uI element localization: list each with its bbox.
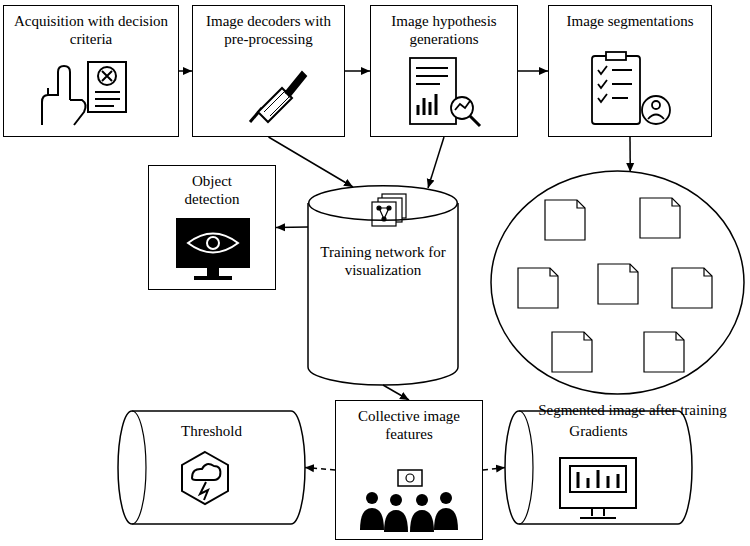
process-box: Collective image features (335, 400, 483, 540)
process-box: Object detection (148, 165, 276, 290)
network-icon (372, 194, 406, 226)
node-label: Segmented image after training (510, 401, 750, 419)
flow-arrow (518, 70, 548, 72)
flow-arrow (269, 137, 354, 187)
gradients-icon (560, 458, 636, 518)
process-box: Acquisition with decision criteria (3, 5, 179, 137)
dashed-arrow (483, 468, 505, 471)
segment-squares (518, 198, 712, 372)
node-label: Image segmentations (555, 12, 705, 30)
node-label: Training network for visualization (318, 243, 448, 279)
node-label: Gradients (529, 422, 668, 440)
store-cylinder: Gradients (505, 410, 692, 525)
node-label: Image hypothesis generations (377, 12, 511, 48)
people-icon (360, 470, 458, 532)
flow-arrow (345, 70, 370, 72)
decision-icon (42, 62, 126, 125)
screwdriver-icon (250, 72, 306, 122)
node-label: Object detection (167, 172, 257, 208)
process-box: Image segmentations (548, 5, 712, 137)
flow-arrow (179, 70, 192, 72)
checklist-icon (592, 52, 670, 124)
flow-arrow (428, 137, 444, 188)
node-label: Image decoders with pre-processing (199, 12, 338, 48)
node-outline (308, 185, 458, 385)
report-icon (410, 58, 480, 126)
database-cylinder: Training network for visualization (308, 185, 458, 385)
node-label: Acquisition with decision criteria (12, 12, 170, 48)
process-box: Image decoders with pre-processing (192, 5, 345, 137)
process-box: Image hypothesis generations (370, 5, 518, 137)
node-outline (490, 170, 745, 395)
flow-arrow (383, 385, 409, 400)
store-cylinder: Threshold (118, 410, 305, 525)
group-ellipse: Segmented image after training (490, 170, 745, 395)
monitor-eye-icon (176, 218, 250, 280)
flow-arrow (629, 137, 631, 172)
flow-arrow (276, 226, 308, 228)
node-label: Collective image features (344, 407, 474, 443)
dashed-arrow (305, 468, 335, 471)
node-label: Threshold (142, 422, 281, 440)
threshold-icon (182, 452, 228, 504)
